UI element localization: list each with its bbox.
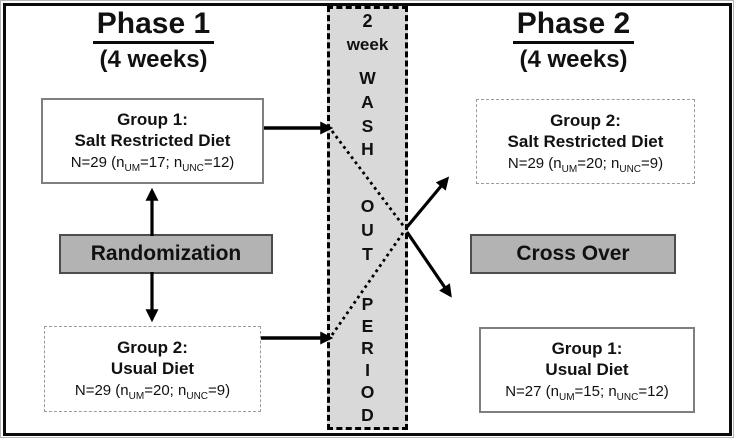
washout-letter: A	[361, 91, 374, 112]
group1-phase2-box: Group 1: Usual Diet N=27 (nUM=15; nUNC=1…	[479, 327, 695, 413]
washout-letter: I	[365, 360, 370, 381]
group-n: N=27 (nUM=15; nUNC=12)	[505, 383, 669, 403]
randomization-label: Randomization	[90, 242, 242, 265]
group-n: N=29 (nUM=20; nUNC=9)	[507, 154, 664, 175]
group-n: N=29 (nUM=17; nUNC=12)	[70, 154, 235, 174]
group-title: Group 2:	[550, 110, 621, 130]
group-diet: Usual Diet	[110, 359, 195, 378]
group-title: Group 1:	[117, 110, 188, 129]
washout-letter: S	[361, 115, 374, 136]
group-diet: Salt Restricted Diet	[74, 131, 231, 150]
group-n: N=29 (nUM=20; nUNC=9)	[74, 382, 231, 402]
crossover-box: Cross Over	[470, 234, 676, 274]
washout-letter: T	[362, 243, 373, 264]
phase1-duration: (4 weeks)	[99, 46, 208, 73]
washout-letter: O	[360, 382, 375, 403]
phase1-title: Phase 1	[92, 8, 215, 44]
washout-letter: U	[361, 219, 374, 240]
washout-letter: E	[361, 315, 374, 336]
randomization-box: Randomization	[59, 234, 273, 274]
washout-duration: 2	[362, 11, 373, 31]
washout-letter: D	[361, 404, 374, 425]
group2-phase2-box: Group 2: Salt Restricted Diet N=29 (nUM=…	[476, 99, 695, 184]
phase2-duration: (4 weeks)	[519, 46, 628, 73]
arrow-washout-to-group2-phase2	[405, 176, 450, 229]
group1-phase1-box: Group 1: Salt Restricted Diet N=29 (nUM=…	[41, 98, 264, 184]
washout-letter: O	[360, 196, 375, 217]
washout-letter: W	[359, 68, 376, 88]
washout-letter: H	[361, 139, 374, 160]
washout-letter: R	[361, 337, 374, 358]
arrow-washout-to-group1-phase2	[405, 231, 452, 298]
washout-letter: P	[361, 293, 374, 314]
crossover-label: Cross Over	[516, 242, 630, 265]
group2-phase1-box: Group 2: Usual Diet N=29 (nUM=20; nUNC=9…	[44, 326, 261, 412]
phase2-title: Phase 2	[512, 8, 635, 44]
phase2-header: Phase 2 (4 weeks)	[441, 8, 706, 73]
phase1-header: Phase 1 (4 weeks)	[21, 8, 286, 73]
group-title: Group 1:	[551, 339, 623, 358]
washout-duration-unit: week	[346, 35, 389, 54]
group-diet: Usual Diet	[545, 360, 629, 379]
group-title: Group 2:	[117, 338, 188, 357]
group-diet: Salt Restricted Diet	[507, 131, 664, 151]
washout-period-column: 2 week W A S H O U T P E R I O D	[327, 6, 408, 430]
